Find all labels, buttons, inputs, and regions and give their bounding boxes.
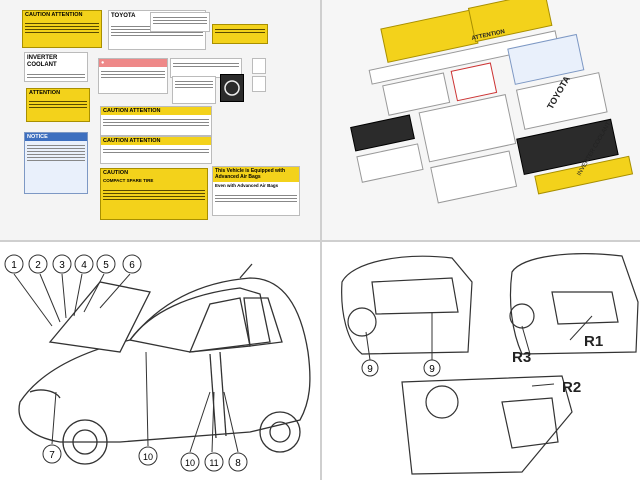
caution-title: CAUTION bbox=[101, 169, 207, 178]
svg-text:10: 10 bbox=[185, 458, 195, 468]
attention-label: ATTENTION bbox=[26, 88, 90, 122]
cargo-floor bbox=[551, 291, 619, 325]
callout-11: 11 bbox=[204, 452, 224, 472]
toyota-brand-text: TOYOTA bbox=[111, 13, 136, 19]
svg-text:11: 11 bbox=[209, 458, 218, 468]
caution-label-text-2: CAUTION ATTENTION bbox=[101, 137, 211, 146]
windshield-outline bbox=[128, 287, 271, 353]
caution-label-ac: CAUTION ATTENTION bbox=[22, 10, 102, 48]
svg-text:6: 6 bbox=[129, 260, 135, 271]
angled-labels-drawing: TOYOTA INVERTER COOLANT ATTENTION bbox=[350, 0, 634, 204]
rear-side-window bbox=[243, 297, 283, 347]
air-bag-label: This Vehicle is Equipped with Advanced A… bbox=[212, 166, 300, 216]
callout-3: 3 bbox=[52, 254, 72, 274]
notice-label-angled bbox=[507, 33, 585, 85]
wheel-right-view bbox=[509, 303, 535, 329]
spec-label-angled bbox=[418, 94, 517, 163]
antenna bbox=[239, 263, 253, 279]
callout-r1: R1 bbox=[584, 333, 603, 350]
callout-9-left: 9 bbox=[361, 359, 379, 377]
compact-spare-text: COMPACT SPARE TIRE bbox=[103, 178, 154, 184]
car-line-drawing: 1 2 3 4 5 6 7 10 10 11 8 bbox=[4, 254, 311, 472]
callouts-top: 1 2 3 4 5 6 bbox=[4, 254, 142, 274]
callout-8: 8 bbox=[228, 452, 248, 472]
callout-r3: R3 bbox=[512, 349, 531, 366]
callout-10b: 10 bbox=[180, 452, 200, 472]
headlight bbox=[29, 389, 61, 399]
notice-label: NOTICE bbox=[24, 132, 88, 194]
small-yellow-label bbox=[212, 24, 268, 44]
svg-text:9: 9 bbox=[429, 364, 435, 375]
small-label bbox=[382, 72, 451, 116]
door-line-front bbox=[209, 353, 217, 439]
attention-label-title: ATTENTION bbox=[27, 89, 89, 98]
small-icon-label-2 bbox=[252, 76, 266, 92]
tire-label bbox=[450, 62, 498, 102]
tire-pressure-label: ● bbox=[98, 58, 168, 94]
label-angled-4 bbox=[430, 150, 518, 204]
labels-photo-angled: TOYOTA INVERTER COOLANT ATTENTION bbox=[322, 0, 640, 240]
callout-4: 4 bbox=[74, 254, 94, 274]
air-bag-subline: Even with Advanced Air Bags bbox=[215, 183, 279, 188]
recycle-label bbox=[220, 74, 244, 102]
emission-label bbox=[150, 12, 210, 32]
caution-label-text: CAUTION ATTENTION bbox=[101, 107, 211, 116]
callout-9-center: 9 bbox=[423, 359, 441, 377]
dark-label-angled bbox=[516, 118, 619, 176]
callout-2: 2 bbox=[28, 254, 48, 274]
rear-window bbox=[371, 277, 459, 315]
rear-interior-line-drawing: 9 9 R1 R3 R2 bbox=[341, 253, 639, 475]
callout-10a: 10 bbox=[138, 446, 158, 466]
rear-wheel bbox=[259, 411, 301, 453]
callout-r2: R2 bbox=[562, 379, 581, 396]
caution-attention-label-2: CAUTION ATTENTION bbox=[100, 136, 212, 164]
caution-attention-label-1: CAUTION ATTENTION bbox=[100, 106, 212, 136]
front-side-window bbox=[188, 297, 251, 353]
inverter-coolant-label: INVERTER COOLANT bbox=[24, 52, 88, 82]
svg-text:3: 3 bbox=[59, 260, 65, 271]
callouts-bottom: 7 10 10 11 8 bbox=[42, 444, 248, 472]
svg-text:4: 4 bbox=[81, 260, 87, 271]
open-hood bbox=[48, 281, 151, 353]
callout-7: 7 bbox=[42, 444, 62, 464]
center-console bbox=[501, 397, 559, 449]
notice-label-title: NOTICE bbox=[25, 133, 87, 142]
interior-dashboard bbox=[401, 375, 573, 475]
svg-text:2: 2 bbox=[35, 260, 41, 271]
svg-text:8: 8 bbox=[235, 458, 241, 469]
strip-label bbox=[368, 30, 559, 85]
small-icon-label-1 bbox=[252, 58, 266, 74]
svg-text:1: 1 bbox=[11, 260, 17, 271]
label-angled-3 bbox=[356, 143, 424, 183]
cargo-area-view bbox=[509, 253, 639, 355]
rear-hatch-view bbox=[341, 255, 473, 355]
emission-control-label bbox=[172, 76, 216, 104]
callout-5: 5 bbox=[96, 254, 116, 274]
svg-text:9: 9 bbox=[367, 364, 373, 375]
car-label-location-diagram: 1 2 3 4 5 6 7 10 10 11 8 bbox=[0, 242, 320, 480]
recycle-icon bbox=[224, 80, 240, 96]
front-wheel bbox=[62, 419, 108, 465]
callout-6: 6 bbox=[122, 254, 142, 274]
door-line-rear bbox=[219, 351, 227, 437]
horizontal-divider bbox=[0, 240, 640, 242]
yellow-label-top-2 bbox=[467, 0, 553, 43]
info-label-angled bbox=[515, 72, 608, 130]
callout-1: 1 bbox=[4, 254, 24, 274]
recycle-label-angled bbox=[350, 114, 415, 152]
caution-label-title: CAUTION ATTENTION bbox=[23, 11, 101, 20]
svg-text:10: 10 bbox=[143, 452, 153, 462]
air-bag-headline: This Vehicle is Equipped with Advanced A… bbox=[213, 167, 299, 182]
rear-wheel-left bbox=[347, 307, 377, 337]
svg-text:5: 5 bbox=[103, 260, 109, 271]
inverter-coolant-text: INVERTER COOLANT bbox=[27, 55, 58, 68]
labels-photo-flat: CAUTION ATTENTION TOYOTA INVERTER COOLAN… bbox=[0, 0, 320, 240]
svg-text:7: 7 bbox=[49, 450, 55, 461]
steering-wheel bbox=[425, 385, 459, 419]
rear-interior-diagram: 9 9 R1 R3 R2 bbox=[322, 242, 640, 480]
compact-spare-caution-label: CAUTION COMPACT SPARE TIRE bbox=[100, 168, 208, 220]
yellow-strip-angled bbox=[534, 155, 634, 195]
